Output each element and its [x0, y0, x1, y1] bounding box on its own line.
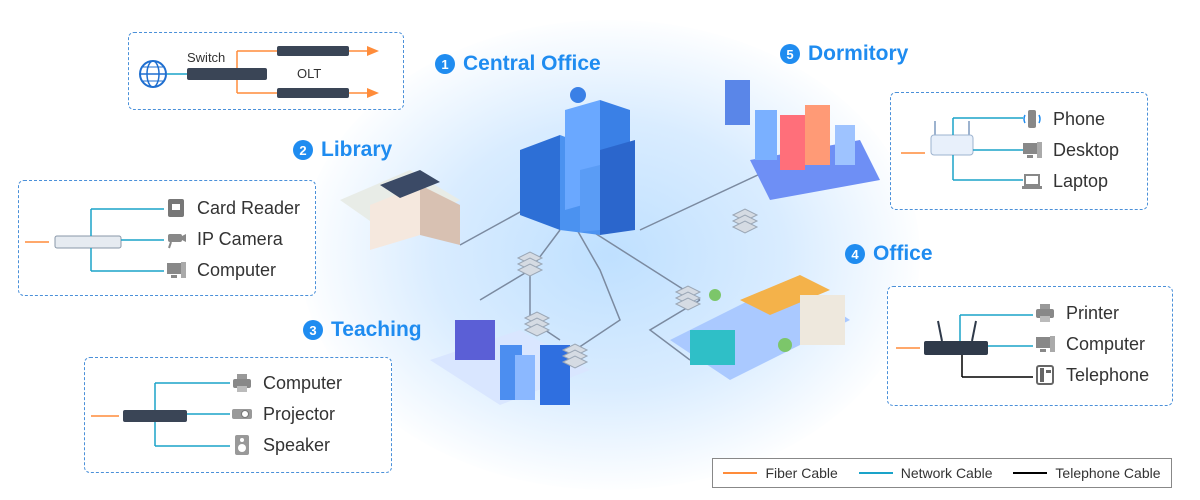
phone-icon — [1023, 110, 1041, 128]
library-label: Library — [321, 138, 393, 161]
device-projector: Projector — [231, 403, 335, 425]
central-office-building — [520, 87, 635, 235]
legend-fiber: Fiber Cable — [723, 465, 838, 481]
speaker-icon — [235, 435, 249, 455]
device-label: Desktop — [1053, 139, 1120, 160]
central-office-box: Switch OLT — [128, 32, 404, 110]
printer-icon — [1036, 304, 1054, 322]
device-computer: Computer — [165, 259, 276, 281]
dormitory-box: Phone Desktop Laptop — [890, 92, 1148, 210]
central-office-label: Central Office — [463, 52, 601, 75]
dormitory-building — [725, 80, 880, 200]
dormitory-label: Dormitory — [808, 42, 909, 65]
device-label: Telephone — [1066, 364, 1150, 385]
switch-stack-icons — [516, 208, 759, 369]
device-label: Computer — [1066, 333, 1146, 354]
device-phone: Phone — [1021, 108, 1105, 130]
access-switch — [54, 235, 122, 249]
device-label: Projector — [263, 403, 336, 424]
section-number: 2 — [293, 140, 313, 160]
dormitory-wiring — [901, 117, 1023, 181]
section-number: 4 — [845, 244, 865, 264]
device-computer: Computer — [231, 372, 342, 394]
computer-icon — [167, 262, 186, 278]
olt-device-top — [277, 46, 349, 56]
device-label: Speaker — [263, 434, 331, 455]
switch-label: Switch — [187, 50, 226, 65]
teaching-wiring — [91, 382, 230, 447]
office-router — [924, 341, 988, 355]
central-office-wiring — [139, 46, 379, 98]
cable-legend: Fiber Cable Network Cable Telephone Cabl… — [712, 458, 1172, 488]
device-telephone: Telephone — [1034, 364, 1149, 386]
device-desktop: Desktop — [1021, 139, 1119, 161]
device-label: Card Reader — [197, 197, 301, 218]
fiber-splitter-icon — [367, 88, 379, 98]
device-card-reader: Card Reader — [165, 197, 300, 219]
section-number: 1 — [435, 54, 455, 74]
telephone-line-swatch — [1013, 472, 1048, 474]
teaching-box: Computer Projector Speaker — [84, 357, 392, 473]
legend-label: Network Cable — [900, 465, 993, 481]
access-switch — [123, 410, 187, 422]
dormitory-title: 5 Dormitory — [780, 42, 908, 66]
fiber-splitter-icon — [367, 46, 379, 56]
central-office-title: 1 Central Office — [435, 52, 601, 76]
legend-label: Telephone Cable — [1055, 465, 1161, 481]
teaching-building — [430, 320, 590, 405]
office-title: 4 Office — [845, 242, 933, 266]
device-label: IP Camera — [197, 228, 283, 249]
wifi-router — [930, 134, 974, 156]
legend-network: Network Cable — [858, 465, 993, 481]
legend-telephone: Telephone Cable — [1013, 465, 1161, 481]
desktop-icon — [1023, 142, 1042, 158]
fiber-line-swatch — [723, 472, 758, 474]
section-number: 3 — [303, 320, 323, 340]
olt-label: OLT — [297, 66, 322, 81]
teaching-label: Teaching — [331, 318, 422, 341]
device-speaker: Speaker — [231, 434, 330, 456]
projector-icon — [232, 409, 252, 419]
teaching-title: 3 Teaching — [303, 318, 422, 342]
telephone-icon — [1036, 365, 1054, 385]
office-box: Printer Computer Telephone — [887, 286, 1173, 406]
ip-camera-icon — [168, 234, 186, 249]
device-laptop: Laptop — [1021, 170, 1108, 192]
library-title: 2 Library — [293, 138, 392, 162]
olt-device-bottom — [277, 88, 349, 98]
computer-icon — [1036, 336, 1055, 352]
card-reader-icon — [168, 199, 184, 217]
library-box: Card Reader IP Camera Computer — [18, 180, 316, 296]
device-label: Printer — [1066, 302, 1120, 323]
section-number: 5 — [780, 44, 800, 64]
office-wiring — [896, 314, 1033, 378]
office-building — [670, 275, 850, 380]
office-label: Office — [873, 242, 933, 265]
device-label: Laptop — [1053, 170, 1109, 191]
library-wiring — [25, 208, 164, 272]
device-label: Phone — [1053, 108, 1106, 129]
device-label: Computer — [263, 372, 343, 393]
network-line-swatch — [858, 472, 893, 474]
device-printer: Printer — [1034, 302, 1119, 324]
device-computer: Computer — [1034, 333, 1145, 355]
device-label: Computer — [197, 259, 277, 280]
switch-device — [187, 68, 267, 80]
laptop-icon — [1022, 174, 1042, 189]
device-ip-camera: IP Camera — [165, 228, 283, 250]
printer-icon — [233, 374, 251, 392]
library-building — [340, 170, 460, 250]
legend-label: Fiber Cable — [765, 465, 838, 481]
